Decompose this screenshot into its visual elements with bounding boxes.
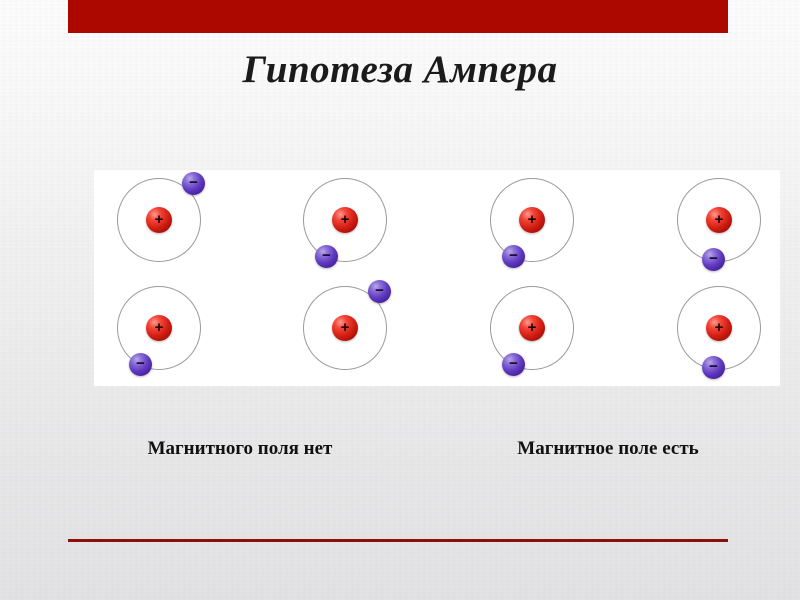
plus-sign: + — [154, 211, 164, 228]
atom-row-disordered: + − + − + − — [94, 170, 780, 278]
minus-sign: − — [509, 246, 518, 264]
minus-sign: − — [375, 281, 384, 299]
atom: + − — [654, 278, 800, 386]
nucleus-icon: + — [332, 315, 358, 341]
atoms-illustration-panel: + − + − + − — [94, 170, 780, 386]
page-title: Гипотеза Ампера — [242, 48, 558, 91]
electron-icon: − — [182, 172, 205, 195]
plus-sign: + — [714, 319, 724, 336]
minus-sign: − — [709, 249, 718, 267]
atom: + − — [94, 278, 254, 386]
nucleus-icon: + — [519, 207, 545, 233]
plus-sign: + — [714, 211, 724, 228]
electron-icon: − — [702, 248, 725, 271]
orbit-icon — [117, 178, 201, 262]
nucleus-icon: + — [706, 207, 732, 233]
minus-sign: − — [709, 357, 718, 375]
electron-icon: − — [502, 245, 525, 268]
orbit-icon — [117, 286, 201, 370]
atom: + − — [280, 278, 440, 386]
atom: + − — [94, 170, 254, 278]
atom: + − — [654, 170, 800, 278]
atom: + − — [467, 278, 627, 386]
electron-icon: − — [315, 245, 338, 268]
electron-icon: − — [702, 356, 725, 379]
orbit-icon — [303, 286, 387, 370]
plus-sign: + — [154, 319, 164, 336]
minus-sign: − — [189, 173, 198, 191]
top-accent-bar — [68, 0, 728, 33]
orbit-icon — [490, 286, 574, 370]
plus-sign: + — [527, 319, 537, 336]
nucleus-icon: + — [146, 207, 172, 233]
plus-sign: + — [527, 211, 537, 228]
electron-icon: − — [129, 353, 152, 376]
plus-sign: + — [340, 319, 350, 336]
orbit-icon — [490, 178, 574, 262]
electron-icon: − — [502, 353, 525, 376]
atom: + − — [280, 170, 440, 278]
minus-sign: − — [136, 354, 145, 372]
nucleus-icon: + — [332, 207, 358, 233]
plus-sign: + — [340, 211, 350, 228]
orbit-icon — [303, 178, 387, 262]
electron-icon: − — [368, 280, 391, 303]
atom-row-ordered: + − + − + − — [94, 278, 780, 386]
nucleus-icon: + — [706, 315, 732, 341]
atom: + − — [467, 170, 627, 278]
minus-sign: − — [322, 246, 331, 264]
nucleus-icon: + — [519, 315, 545, 341]
bottom-divider — [68, 539, 728, 542]
nucleus-icon: + — [146, 315, 172, 341]
caption-magnetic-field-present: Магнитное поле есть — [517, 438, 699, 459]
caption-no-magnetic-field: Магнитного поля нет — [147, 438, 333, 459]
minus-sign: − — [509, 354, 518, 372]
